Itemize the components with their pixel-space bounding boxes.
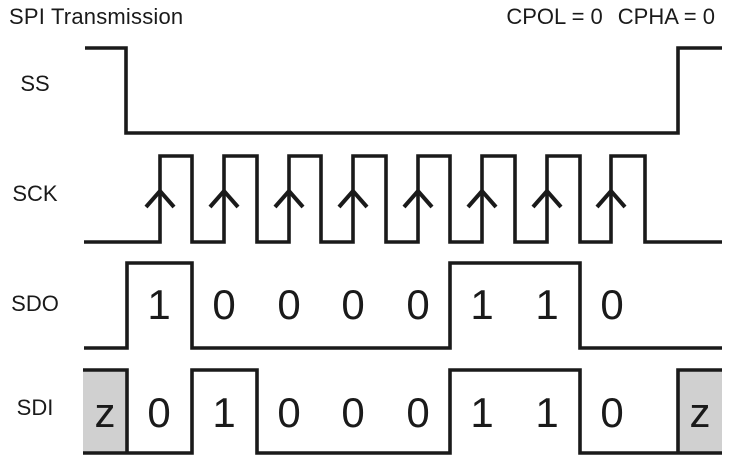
sdi-bit-value: 0	[406, 389, 430, 436]
sck-rising-edge-arrow	[531, 187, 563, 209]
sdo-bit-value: 1	[147, 281, 171, 328]
cpha-value: CPHA = 0	[617, 4, 715, 29]
sdo-waveform	[84, 261, 722, 350]
sdi-hiz-label-right: z	[689, 389, 711, 436]
sdo-bit-value: 1	[470, 281, 494, 328]
sck-rising-edge-arrow	[208, 187, 240, 209]
sdi-bit-value: 1	[470, 389, 494, 436]
sdi-hiz-region-left	[83, 370, 127, 453]
clock-mode-settings: CPOL = 0 CPHA = 0	[506, 4, 715, 30]
sck-rising-edge-arrow	[337, 187, 369, 209]
sdo-bit-value: 0	[341, 281, 365, 328]
sdi-bit-value: 0	[341, 389, 365, 436]
sdi-bit-value: 0	[147, 389, 171, 436]
sck-rising-edge-arrow	[273, 187, 305, 209]
signal-label-ss: SS	[20, 71, 50, 96]
sdo-bit-value: 0	[406, 281, 430, 328]
sdo-bit-value: 0	[600, 281, 624, 328]
sdo-bit-value: 0	[277, 281, 301, 328]
sck-rising-edge-arrow	[144, 187, 176, 209]
signal-label-sdi: SDI	[16, 395, 54, 420]
sdi-bit-value: 0	[277, 389, 301, 436]
sck-waveform	[84, 154, 722, 244]
sdo-bit-value: 1	[535, 281, 559, 328]
sck-rising-edge-arrow	[595, 187, 627, 209]
sck-rising-edge-arrow	[402, 187, 434, 209]
sdi-waveform	[83, 368, 722, 455]
sdo-bit-value: 0	[212, 281, 236, 328]
cpol-value: CPOL = 0	[506, 4, 603, 29]
signal-label-sdo: SDO	[11, 291, 59, 316]
sck-rising-edge-arrow	[466, 187, 498, 209]
diagram-title: SPI Transmission	[9, 4, 184, 29]
ss-waveform	[85, 46, 722, 135]
sdi-bit-value: 0	[600, 389, 624, 436]
sdi-bit-value: 1	[212, 389, 236, 436]
sdi-hiz-label-left: z	[94, 389, 116, 436]
signal-label-sck: SCK	[12, 181, 58, 206]
sdi-hiz-region-right	[678, 370, 722, 453]
sdi-bit-value: 1	[535, 389, 559, 436]
